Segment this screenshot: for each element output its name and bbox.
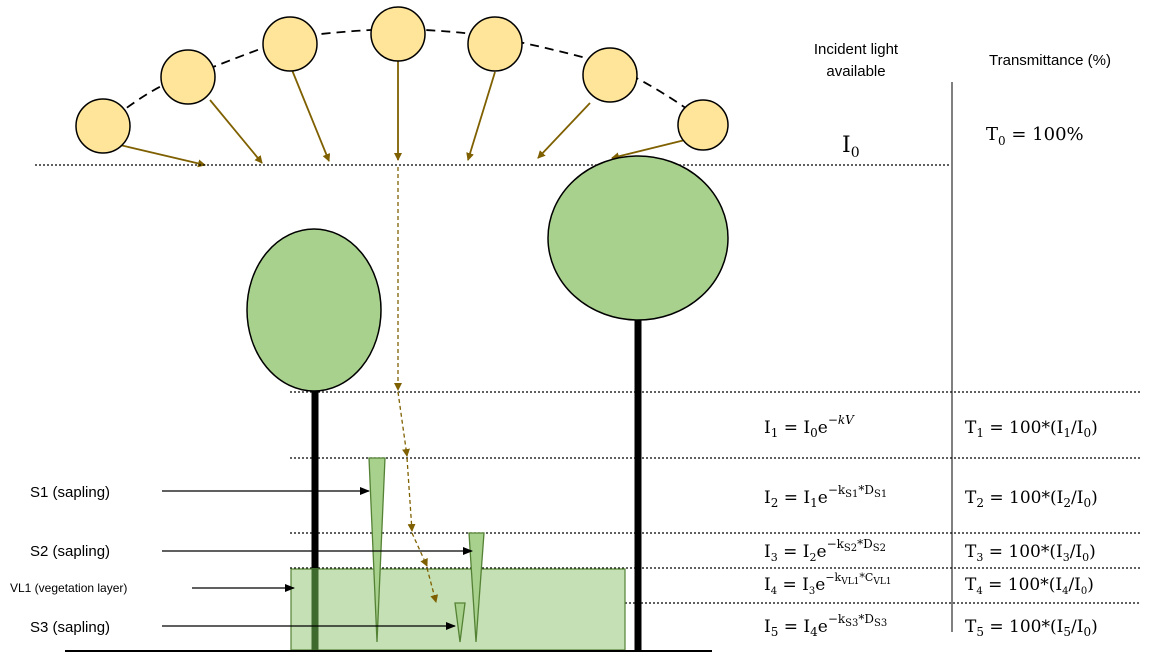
- light-path: [398, 167, 436, 602]
- transmittance-equation-5: T5 = 100*(I5/I0): [965, 617, 1098, 639]
- sun-icon: [468, 17, 522, 71]
- label-s2: S2 (sapling): [30, 543, 110, 560]
- transmittance-t0: T0 = 100%: [986, 124, 1084, 148]
- sun-icon: [76, 99, 130, 153]
- transmittance-equation-3: T3 = 100*(I3/I0): [965, 542, 1096, 564]
- sun-icon: [161, 50, 215, 104]
- incident-equation-1: I1 = I0e−kV: [764, 413, 855, 440]
- incident-equation-2: I2 = I1e−kS1*DS1: [764, 483, 887, 510]
- sun-icon: [583, 48, 637, 102]
- header-transmittance: Transmittance (%): [989, 52, 1111, 69]
- label-s1: S1 (sapling): [30, 484, 110, 501]
- suns: [76, 7, 728, 153]
- incident-equation-3: I3 = I2e−kS2*DS2: [764, 537, 886, 564]
- transmittance-equation-4: T4 = 100*(I4/I0): [965, 575, 1094, 597]
- transmittance-equation-1: T1 = 100*(I1/I0): [965, 418, 1098, 440]
- header-incident-line2: available: [826, 63, 885, 80]
- equation-rows: I1 = I0e−kV T1 = 100*(I1/I0) I2 = I1e−kS1*…: [764, 413, 1098, 639]
- incident-equation-5: I5 = I4e−kS3*DS3: [764, 612, 887, 639]
- incident-equation-4: I4 = I3e−kVL1*CVL1: [764, 571, 892, 597]
- incident-i0: I0: [842, 133, 860, 161]
- transmittance-equation-2: T2 = 100*(I2/I0): [965, 488, 1098, 510]
- header-incident-line1: Incident light: [814, 41, 899, 58]
- sun-icon: [263, 17, 317, 71]
- tree-left-crown: [247, 229, 381, 391]
- sun-icon: [678, 100, 728, 150]
- label-s3: S3 (sapling): [30, 619, 110, 636]
- sun-icon: [371, 7, 425, 61]
- tree-right-crown: [548, 156, 728, 320]
- label-vl1: VL1 (vegetation layer): [10, 581, 127, 595]
